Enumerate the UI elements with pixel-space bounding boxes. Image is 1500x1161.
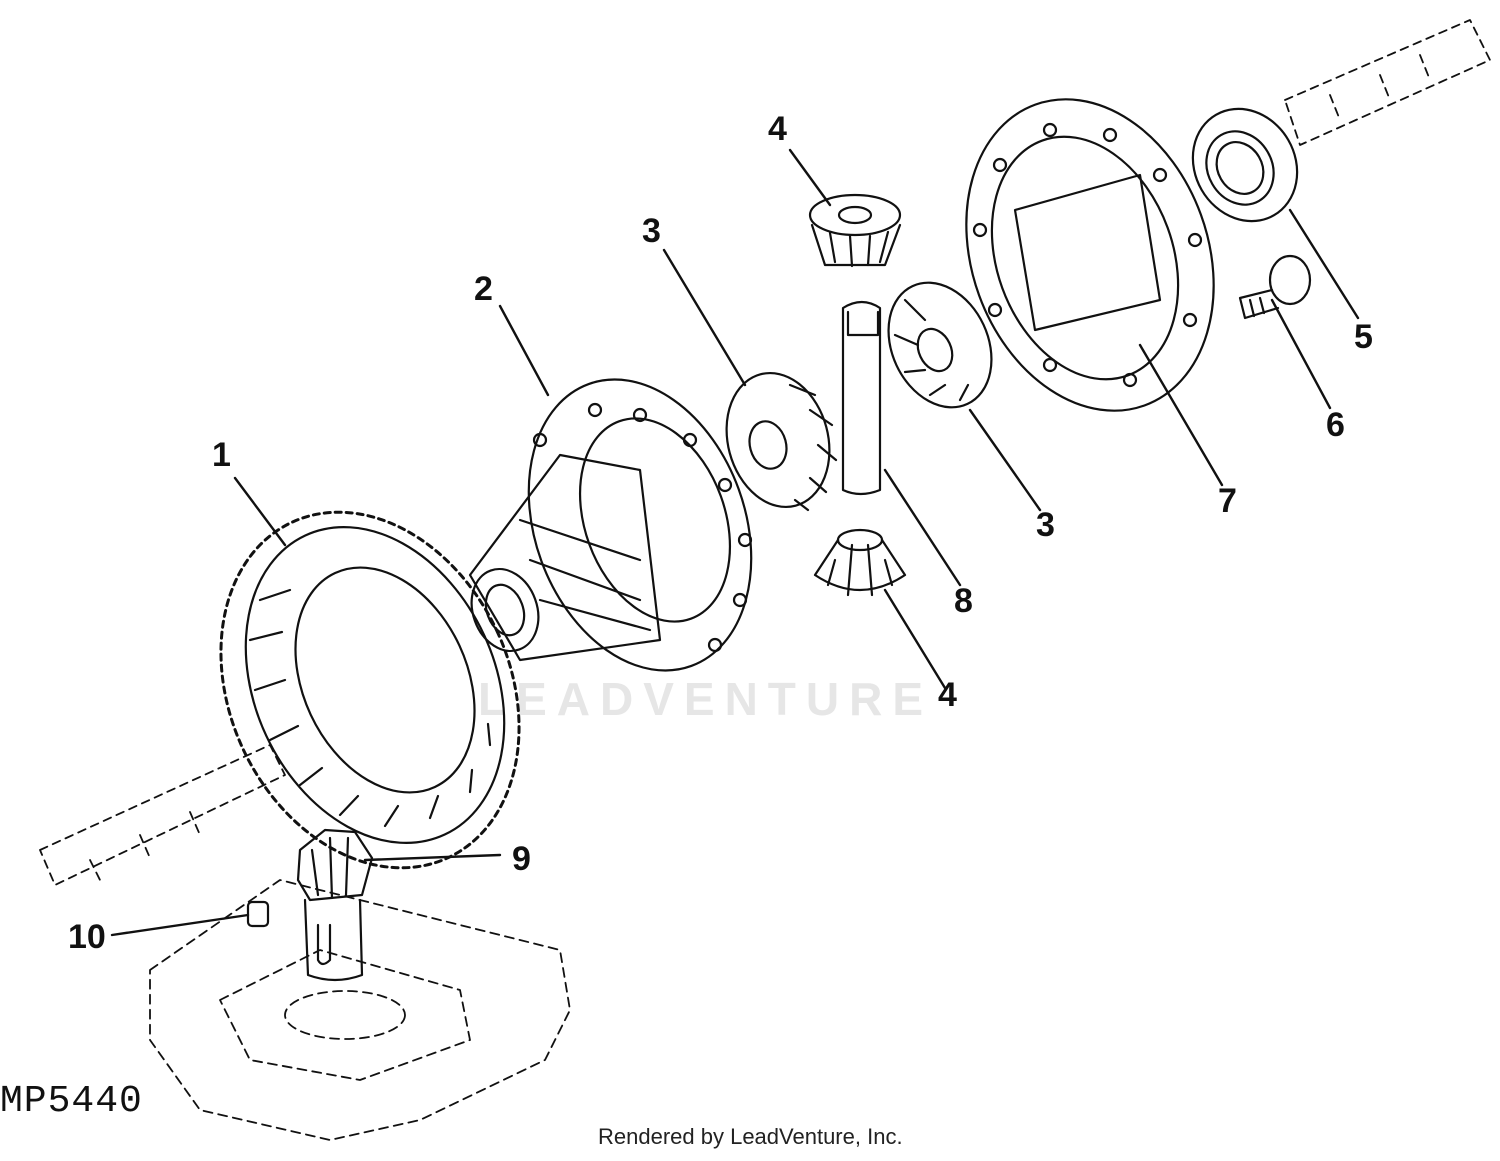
callout-3-right: 3: [1036, 506, 1055, 544]
woodruff-key: [248, 902, 268, 926]
callout-9: 9: [512, 840, 531, 878]
leader-5: [1290, 210, 1358, 318]
credit-text: Rendered by LeadVenture, Inc.: [598, 1124, 903, 1149]
differential-case: [461, 348, 790, 702]
housing-phantom: [150, 880, 570, 1140]
pinion-gear-bottom: [815, 530, 905, 595]
axle-left-phantom: [40, 745, 285, 885]
cross-shaft: [843, 302, 880, 494]
cap-screw: [1240, 256, 1310, 318]
side-gear-right: [869, 266, 1011, 424]
callout-3-left: 3: [642, 212, 661, 250]
callout-7: 7: [1218, 482, 1237, 520]
leader-7: [1140, 345, 1222, 485]
leader-1: [235, 478, 285, 545]
figure-code: MP5440: [0, 1080, 143, 1123]
axle-right-phantom: [1285, 20, 1490, 145]
leader-10: [112, 915, 248, 935]
leader-6: [1272, 300, 1330, 408]
drive-pinion: [298, 830, 372, 980]
leader-3b: [970, 410, 1040, 510]
side-gear-left: [712, 361, 844, 518]
callout-4-bottom: 4: [938, 676, 957, 714]
leader-2: [500, 306, 548, 395]
leader-3a: [664, 250, 745, 385]
callout-10: 10: [68, 918, 106, 956]
leader-lines: [112, 150, 1358, 935]
callout-5: 5: [1354, 318, 1373, 356]
leader-4a: [790, 150, 830, 205]
callout-6: 6: [1326, 406, 1345, 444]
case-cover: [924, 64, 1255, 445]
bearing: [1173, 90, 1318, 240]
callout-2: 2: [474, 270, 493, 308]
pinion-gear-top: [810, 195, 900, 266]
leader-9: [365, 855, 500, 860]
watermark-text: LEADVENTURE: [478, 673, 934, 725]
callout-8: 8: [954, 582, 973, 620]
callout-4-top: 4: [768, 110, 787, 148]
leader-8: [885, 470, 960, 585]
callout-1: 1: [212, 436, 231, 474]
leader-4b: [885, 590, 945, 688]
